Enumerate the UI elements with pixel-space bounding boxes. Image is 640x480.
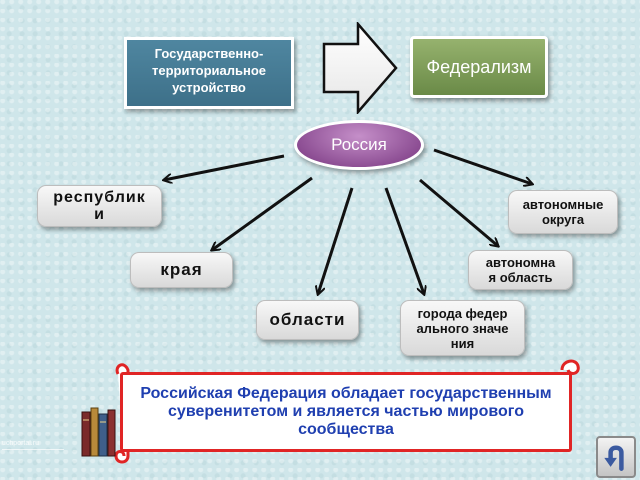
autonomous-okrugs-box: автономные округа: [508, 190, 618, 234]
u-turn-arrow-icon: [604, 445, 624, 471]
statement-scroll: Российская Федерация обладает государств…: [120, 372, 572, 452]
books-icon: [81, 407, 116, 457]
watermark-text: uchportal.ru: [2, 440, 39, 447]
federal-cities-label: города федерального значения: [416, 305, 509, 351]
arrow-to-oblasts: [318, 187, 354, 294]
federalism-box: Федерализм: [410, 36, 548, 98]
krais-label: края: [160, 260, 203, 279]
autonomous-oblast-label: автономная область: [485, 255, 556, 285]
arrow-to-federal-cities: [384, 187, 424, 294]
arrow-to-republics: [164, 154, 285, 180]
oblasts-label: области: [269, 310, 346, 329]
federalism-label: Федерализм: [426, 56, 532, 77]
watermark-underline: [2, 449, 64, 450]
federal-cities-box: города федерального значения: [400, 300, 525, 356]
autonomous-oblast-box: автономная область: [468, 250, 573, 290]
autonomous-okrugs-label: автономные округа: [522, 197, 604, 227]
oblasts-box: области: [256, 300, 359, 340]
back-button[interactable]: [596, 436, 636, 478]
state-territorial-structure-box: Государственно-территориальное устройств…: [124, 37, 294, 109]
statement-text: Российская Федерация обладает государств…: [140, 385, 552, 438]
arrow-to-autonomous-oblast: [419, 178, 498, 246]
republics-label: республики: [53, 189, 146, 223]
arrow-to-krais: [212, 176, 313, 250]
krais-box: края: [130, 252, 233, 288]
state-territorial-structure-label: Государственно-территориальное устройств…: [151, 46, 267, 95]
republics-box: республики: [37, 185, 162, 227]
russia-label: Россия: [331, 135, 387, 154]
big-right-arrow-icon: [322, 22, 398, 114]
russia-ellipse: Россия: [294, 120, 424, 170]
arrow-to-autonomous-okrugs: [433, 148, 532, 184]
